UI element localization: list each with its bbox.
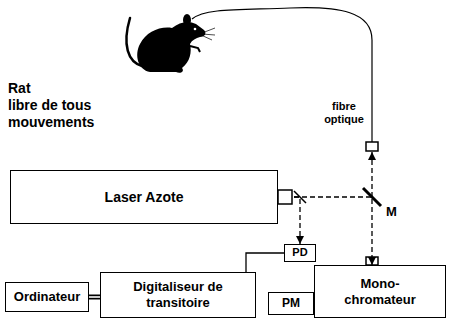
rat-whiskers bbox=[201, 28, 215, 40]
rat-ear bbox=[183, 14, 191, 26]
connector bbox=[278, 197, 372, 265]
box-label: PD bbox=[292, 246, 307, 259]
connector bbox=[89, 297, 100, 298]
box-label: Ordinateur bbox=[14, 289, 80, 305]
illustration-under bbox=[126, 8, 381, 265]
rat-eye bbox=[194, 28, 197, 31]
beam-line bbox=[278, 197, 372, 265]
instrument-box: Ordinateur bbox=[5, 282, 89, 312]
beam-line bbox=[246, 253, 284, 272]
instrument-box: Laser Azote bbox=[10, 170, 278, 224]
box-label: Laser Azote bbox=[105, 189, 184, 206]
mirror-label: M bbox=[386, 204, 402, 220]
instrument-box: PM bbox=[268, 292, 314, 315]
laser-output-nozzle bbox=[278, 190, 292, 204]
illustration-over bbox=[278, 190, 292, 204]
double-line bbox=[89, 295, 100, 300]
box-label: PM bbox=[282, 296, 300, 310]
rat-body bbox=[137, 22, 205, 73]
optical-fiber bbox=[192, 8, 372, 142]
rat-paw bbox=[190, 46, 200, 52]
rat-silhouette bbox=[126, 14, 215, 73]
instrument-box: PD bbox=[284, 244, 316, 262]
fiber-connector bbox=[366, 142, 378, 151]
instrument-box: Digitaliseur de transitoire bbox=[100, 272, 256, 318]
double-line-gap bbox=[89, 296, 100, 298]
instrument-box: Mono- chromateur bbox=[314, 265, 446, 318]
beam-to-fiber bbox=[371, 152, 372, 197]
subject-label: libre de tous mouvements bbox=[8, 97, 108, 131]
fiber-label: fibre optique bbox=[322, 100, 366, 126]
subject-label: Rat bbox=[8, 80, 108, 97]
box-label: Digitaliseur de transitoire bbox=[101, 279, 255, 310]
connector bbox=[246, 253, 284, 272]
box-label: Mono- chromateur bbox=[335, 276, 425, 307]
